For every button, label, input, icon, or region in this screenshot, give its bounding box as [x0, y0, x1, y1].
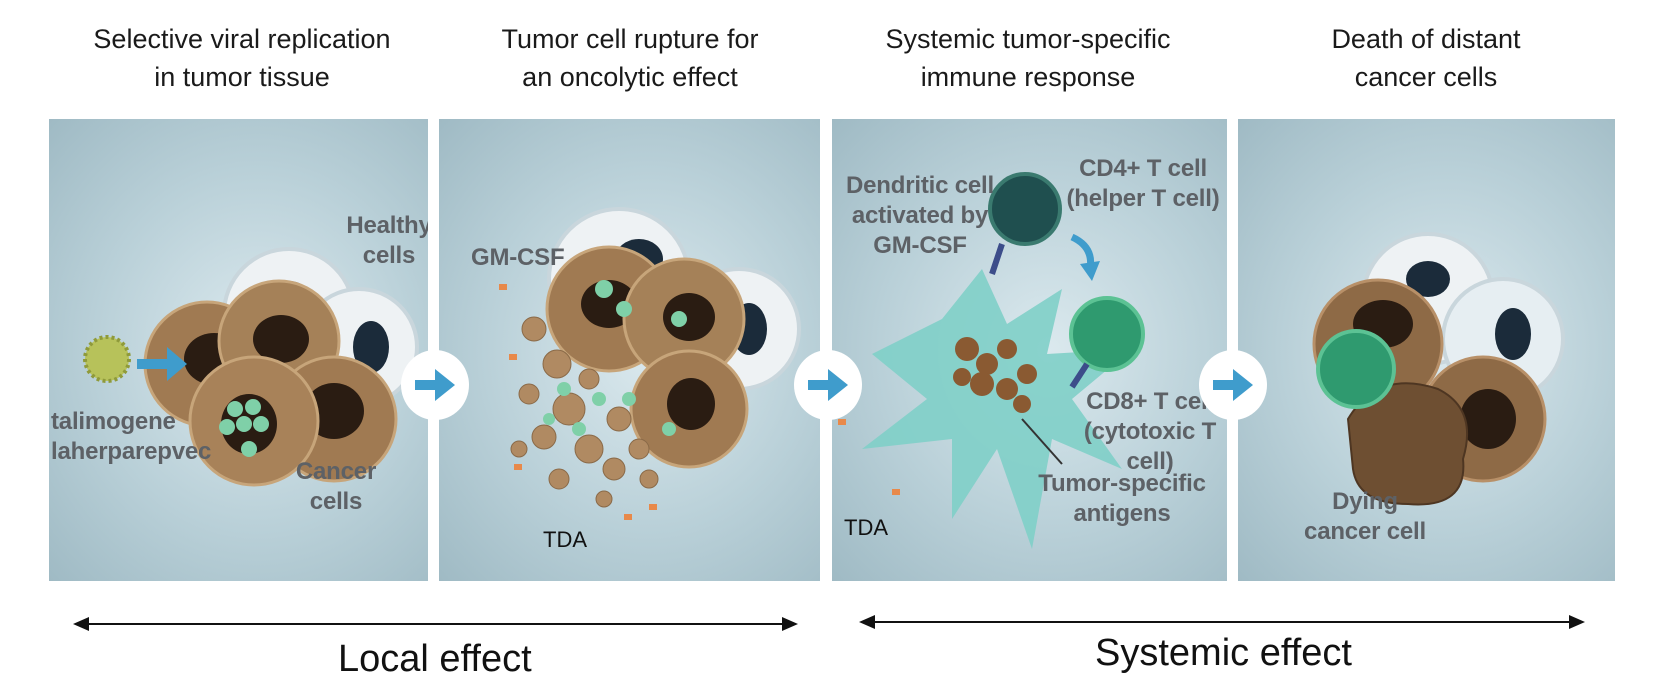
- step-connector: [401, 350, 469, 420]
- label-local-effect: Local effect: [338, 638, 532, 680]
- label-cancer-cells: Cancer cells: [295, 458, 377, 515]
- dying-cancer-cell: [1346, 382, 1469, 506]
- dendritic-cell: [862, 269, 1132, 549]
- label-cd8-t-cell: CD8+ T cell (cytotoxic T cell): [1083, 388, 1217, 475]
- panel-viral-replication: Healthy cells talimogene laherparepvec C…: [49, 119, 428, 581]
- cancer-cell-nucleus: [253, 315, 309, 363]
- label-dying-cancer-cell: Dying cancer cell: [1304, 488, 1426, 545]
- cancer-cell-nucleus: [1460, 389, 1516, 449]
- heading-distant-death: Death of distant cancer cells: [1331, 24, 1521, 92]
- heading-tumor-rupture: Tumor cell rupture for an oncolytic effe…: [501, 24, 759, 92]
- arrow-right-icon: [137, 347, 187, 381]
- local-effect-arrow: [73, 617, 798, 631]
- cancer-cell-nucleus: [667, 378, 715, 430]
- arrow-right-icon: [415, 369, 455, 401]
- gm-csf-particles: [838, 419, 900, 495]
- healthy-cell-nucleus: [353, 321, 389, 373]
- panel4-illustration: [1312, 232, 1565, 506]
- cd4-t-cell: [988, 172, 1062, 246]
- cd8-t-cell: [1069, 296, 1145, 372]
- arrow-right-icon: [808, 369, 848, 401]
- panel-distant-death: Dying cancer cell: [1238, 119, 1615, 581]
- label-virus: talimogene laherparepvec: [51, 408, 212, 465]
- virus-icon: [83, 335, 131, 383]
- panel3-illustration: [838, 172, 1145, 549]
- healthy-cell-nucleus: [1406, 261, 1450, 297]
- cd8-t-cell: [1316, 329, 1396, 409]
- systemic-effect-arrow: [859, 615, 1585, 629]
- heading-viral-replication: Selective viral replication in tumor tis…: [93, 24, 391, 92]
- arrow-right-icon: [1213, 369, 1253, 401]
- virus-particles: [543, 382, 676, 436]
- gm-csf-particles: [499, 284, 657, 520]
- heading-immune-response: Systemic tumor-specific immune response: [885, 24, 1171, 92]
- cancer-cell-nucleus: [663, 293, 715, 341]
- tumor-antigen-fragments: [953, 337, 1037, 413]
- antigen-pointer-line: [1021, 418, 1063, 465]
- label-systemic-effect: Systemic effect: [1095, 632, 1352, 674]
- panel1-illustration: [83, 247, 419, 487]
- label-gm-csf: GM-CSF: [471, 244, 565, 271]
- receptor-link: [989, 243, 1005, 275]
- healthy-cell-nucleus: [1495, 308, 1531, 360]
- label-cd4-t-cell: CD4+ T cell (helper T cell): [1066, 155, 1220, 212]
- panel-immune-response: Dendritic cell activated by GM-CSF CD4+ …: [832, 119, 1227, 581]
- label-dendritic-cell: Dendritic cell activated by GM-CSF: [846, 172, 994, 259]
- receptor-link: [1069, 362, 1090, 389]
- label-tda: TDA: [844, 515, 888, 540]
- step-connector: [1199, 350, 1267, 420]
- step-connector: [794, 350, 862, 420]
- panel-tumor-rupture: GM-CSF TDA: [439, 119, 820, 581]
- label-healthy-cells: Healthy cells: [346, 212, 428, 269]
- cell-debris: [510, 316, 659, 508]
- label-tumor-antigens: Tumor-specific antigens: [1038, 470, 1206, 527]
- panel2-illustration: [499, 207, 801, 520]
- label-tda: TDA: [543, 527, 587, 552]
